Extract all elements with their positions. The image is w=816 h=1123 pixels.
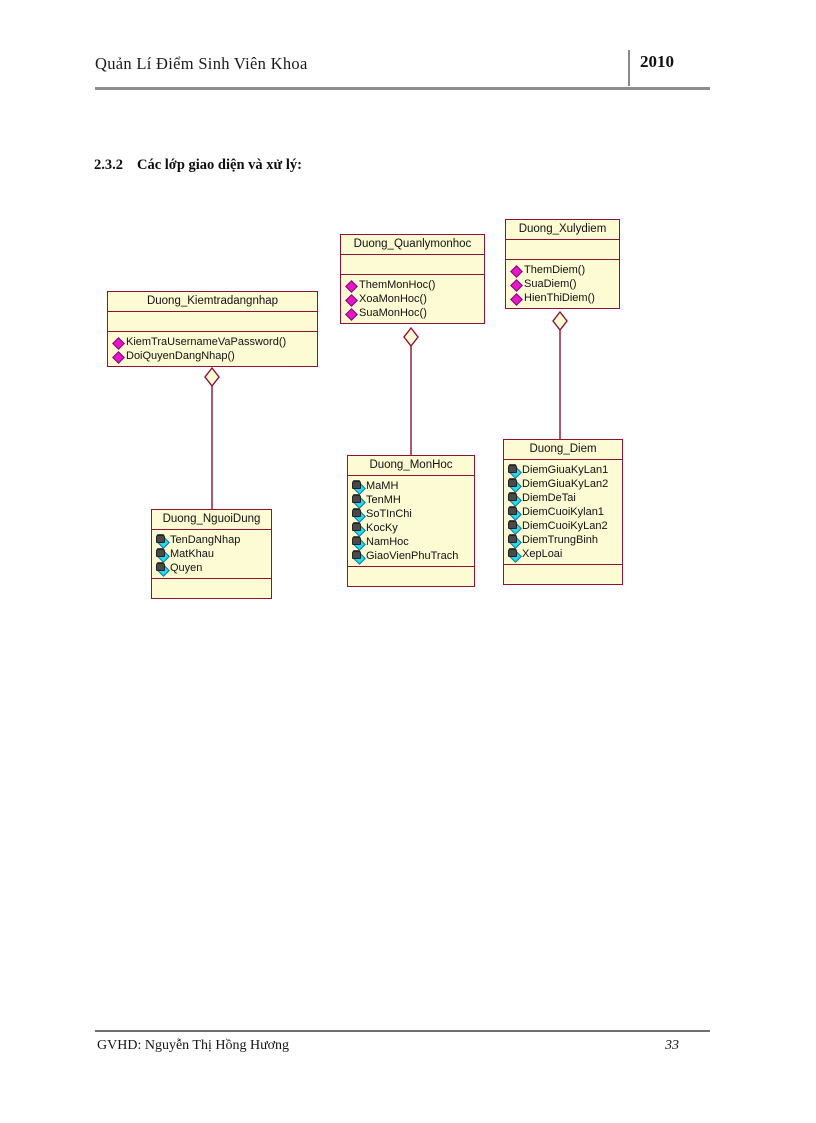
public-operation-icon xyxy=(345,307,358,320)
page-header: Quản Lí Điểm Sinh Viên Khoa 2010 xyxy=(95,48,710,92)
private-attribute-lock-icon xyxy=(352,550,365,563)
uml-attribute: XepLoai xyxy=(508,547,620,561)
uml-attribute: KocKy xyxy=(352,521,472,535)
uml-class-nguoidung[interactable]: Duong_NguoiDung TenDangNhap MatKhau Quye… xyxy=(151,509,272,599)
uml-attribute: DiemGiuaKyLan2 xyxy=(508,477,620,491)
footer-rule xyxy=(95,1030,710,1032)
uml-operations-compartment xyxy=(504,565,622,584)
uml-attribute: TenMH xyxy=(352,493,472,507)
private-attribute-lock-icon xyxy=(352,536,365,549)
uml-attribute: DiemCuoiKyLan2 xyxy=(508,519,620,533)
uml-operation: HienThiDiem() xyxy=(510,291,617,305)
uml-operations-compartment xyxy=(348,567,474,586)
uml-operations-compartment: ThemMonHoc() XoaMonHoc() SuaMonHoc() xyxy=(341,275,484,323)
uml-attribute: Quyen xyxy=(156,561,269,575)
public-operation-icon xyxy=(112,336,125,349)
uml-class-name: Duong_Diem xyxy=(504,440,622,460)
section-title: Các lớp giao diện và xử lý: xyxy=(137,157,302,173)
public-operation-icon xyxy=(510,278,523,291)
uml-class-kiemtradangnhap[interactable]: Duong_Kiemtradangnhap KiemTraUsernameVaP… xyxy=(107,291,318,367)
uml-operation: ThemMonHoc() xyxy=(345,278,482,292)
private-attribute-lock-icon xyxy=(508,534,521,547)
uml-attribute: TenDangNhap xyxy=(156,533,269,547)
private-attribute-lock-icon xyxy=(156,548,169,561)
section-heading: 2.3.2 Các lớp giao diện và xử lý: xyxy=(94,157,302,174)
uml-class-quanlymonhoc[interactable]: Duong_Quanlymonhoc ThemMonHoc() XoaMonHo… xyxy=(340,234,485,324)
uml-attributes-compartment: MaMH TenMH SoTInChi KocKy NamHoc GiaoVie… xyxy=(348,476,474,567)
uml-class-diem[interactable]: Duong_Diem DiemGiuaKyLan1 DiemGiuaKyLan2… xyxy=(503,439,623,585)
uml-operation: XoaMonHoc() xyxy=(345,292,482,306)
public-operation-icon xyxy=(112,350,125,363)
uml-class-name: Duong_NguoiDung xyxy=(152,510,271,530)
private-attribute-lock-icon xyxy=(508,478,521,491)
public-operation-icon xyxy=(345,279,358,292)
header-year: 2010 xyxy=(640,52,674,71)
header-divider xyxy=(628,50,630,86)
uml-attribute: SoTInChi xyxy=(352,507,472,521)
uml-attribute: MaMH xyxy=(352,479,472,493)
uml-attribute: DiemTrungBinh xyxy=(508,533,620,547)
private-attribute-lock-icon xyxy=(352,522,365,535)
uml-class-name: Duong_Quanlymonhoc xyxy=(341,235,484,255)
uml-attribute: DiemDeTai xyxy=(508,491,620,505)
uml-attribute: NamHoc xyxy=(352,535,472,549)
private-attribute-lock-icon xyxy=(156,534,169,547)
uml-class-name: Duong_Xulydiem xyxy=(506,220,619,240)
private-attribute-lock-icon xyxy=(508,464,521,477)
private-attribute-lock-icon xyxy=(508,520,521,533)
uml-attributes-compartment xyxy=(341,255,484,275)
public-operation-icon xyxy=(510,264,523,277)
uml-attributes-compartment: TenDangNhap MatKhau Quyen xyxy=(152,530,271,579)
uml-attributes-compartment xyxy=(506,240,619,260)
connector-xulydiem-diem xyxy=(552,310,568,440)
uml-class-xulydiem[interactable]: Duong_Xulydiem ThemDiem() SuaDiem() Hien… xyxy=(505,219,620,309)
private-attribute-lock-icon xyxy=(508,548,521,561)
private-attribute-lock-icon xyxy=(508,492,521,505)
section-number: 2.3.2 xyxy=(94,157,123,173)
private-attribute-lock-icon xyxy=(352,480,365,493)
header-rule xyxy=(95,87,710,90)
document-title: Quản Lí Điểm Sinh Viên Khoa xyxy=(95,54,308,73)
uml-operations-compartment: ThemDiem() SuaDiem() HienThiDiem() xyxy=(506,260,619,308)
connector-quanlymonhoc-monhoc xyxy=(403,326,419,455)
uml-operation: KiemTraUsernameVaPassword() xyxy=(112,335,315,349)
uml-attribute: DiemCuoiKylan1 xyxy=(508,505,620,519)
uml-attributes-compartment: DiemGiuaKyLan1 DiemGiuaKyLan2 DiemDeTai … xyxy=(504,460,622,565)
page-footer: GVHD: Nguyễn Thị Hồng Hương 33 xyxy=(95,1030,710,1070)
private-attribute-lock-icon xyxy=(156,562,169,575)
uml-attribute: GiaoVienPhuTrach xyxy=(352,549,472,563)
uml-operation: DoiQuyenDangNhap() xyxy=(112,349,315,363)
uml-operation: ThemDiem() xyxy=(510,263,617,277)
uml-class-name: Duong_MonHoc xyxy=(348,456,474,476)
footer-page-number: 33 xyxy=(665,1038,679,1053)
uml-class-name: Duong_Kiemtradangnhap xyxy=(108,292,317,312)
uml-attribute: DiemGiuaKyLan1 xyxy=(508,463,620,477)
footer-advisor: GVHD: Nguyễn Thị Hồng Hương xyxy=(97,1038,290,1053)
uml-operations-compartment: KiemTraUsernameVaPassword() DoiQuyenDang… xyxy=(108,332,317,366)
uml-operations-compartment xyxy=(152,579,271,598)
uml-class-monhoc[interactable]: Duong_MonHoc MaMH TenMH SoTInChi KocKy N… xyxy=(347,455,475,587)
public-operation-icon xyxy=(345,293,358,306)
connector-kiemtradangnhap-nguoidung xyxy=(204,366,220,510)
uml-operation: SuaMonHoc() xyxy=(345,306,482,320)
uml-attribute: MatKhau xyxy=(156,547,269,561)
uml-attributes-compartment xyxy=(108,312,317,332)
public-operation-icon xyxy=(510,292,523,305)
private-attribute-lock-icon xyxy=(508,506,521,519)
private-attribute-lock-icon xyxy=(352,494,365,507)
private-attribute-lock-icon xyxy=(352,508,365,521)
uml-operation: SuaDiem() xyxy=(510,277,617,291)
